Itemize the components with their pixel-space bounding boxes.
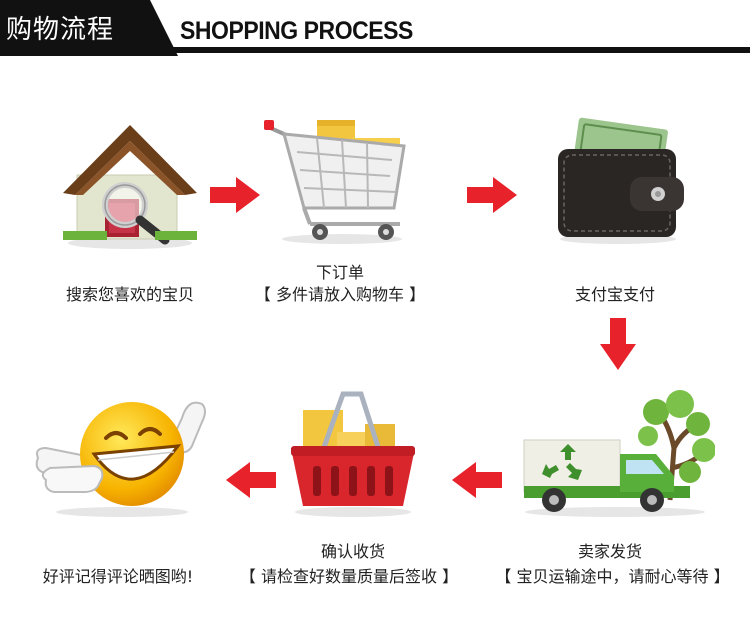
smiley-thumbs-up-icon	[35, 401, 206, 517]
step-receive	[283, 388, 423, 518]
shopping-basket-icon	[291, 391, 415, 517]
arrow-right-icon	[467, 177, 517, 213]
delivery-truck-icon	[523, 390, 715, 517]
banner-title-cn: 购物流程	[6, 15, 115, 45]
banner-dark-block	[0, 0, 178, 56]
banner-title-en: SHOPPING PROCESS	[180, 17, 413, 45]
house-search-icon	[63, 125, 197, 249]
step-receive-sublabel: 【 请检查好数量质量后签收 】	[239, 567, 459, 586]
arrow-right-icon	[210, 177, 260, 213]
step-order	[262, 112, 412, 247]
step-order-label: 下订单	[315, 263, 364, 282]
step-pay-label: 支付宝支付	[574, 285, 655, 304]
step-receive-label: 确认收货	[320, 542, 385, 561]
header-banner: 购物流程 SHOPPING PROCESS	[0, 0, 750, 56]
step-pay	[548, 115, 688, 245]
banner-rule	[170, 47, 750, 53]
shopping-cart-icon	[264, 120, 406, 244]
recycle-icon	[542, 444, 582, 480]
step-ship	[520, 388, 715, 518]
arrow-left-icon	[226, 462, 276, 498]
step-review-label: 好评记得评论晒图哟!	[42, 567, 194, 586]
wallet-icon	[558, 117, 684, 244]
step-review	[32, 388, 207, 518]
step-ship-sublabel: 【 宝贝运输途中，请耐心等待 】	[495, 567, 730, 586]
arrow-down-icon	[600, 318, 636, 370]
step-search	[55, 115, 205, 250]
step-order-sublabel: 【 多件请放入购物车 】	[254, 285, 426, 304]
step-ship-label: 卖家发货	[577, 542, 642, 561]
arrow-left-icon	[452, 462, 502, 498]
step-search-label: 搜索您喜欢的宝贝	[65, 285, 194, 304]
